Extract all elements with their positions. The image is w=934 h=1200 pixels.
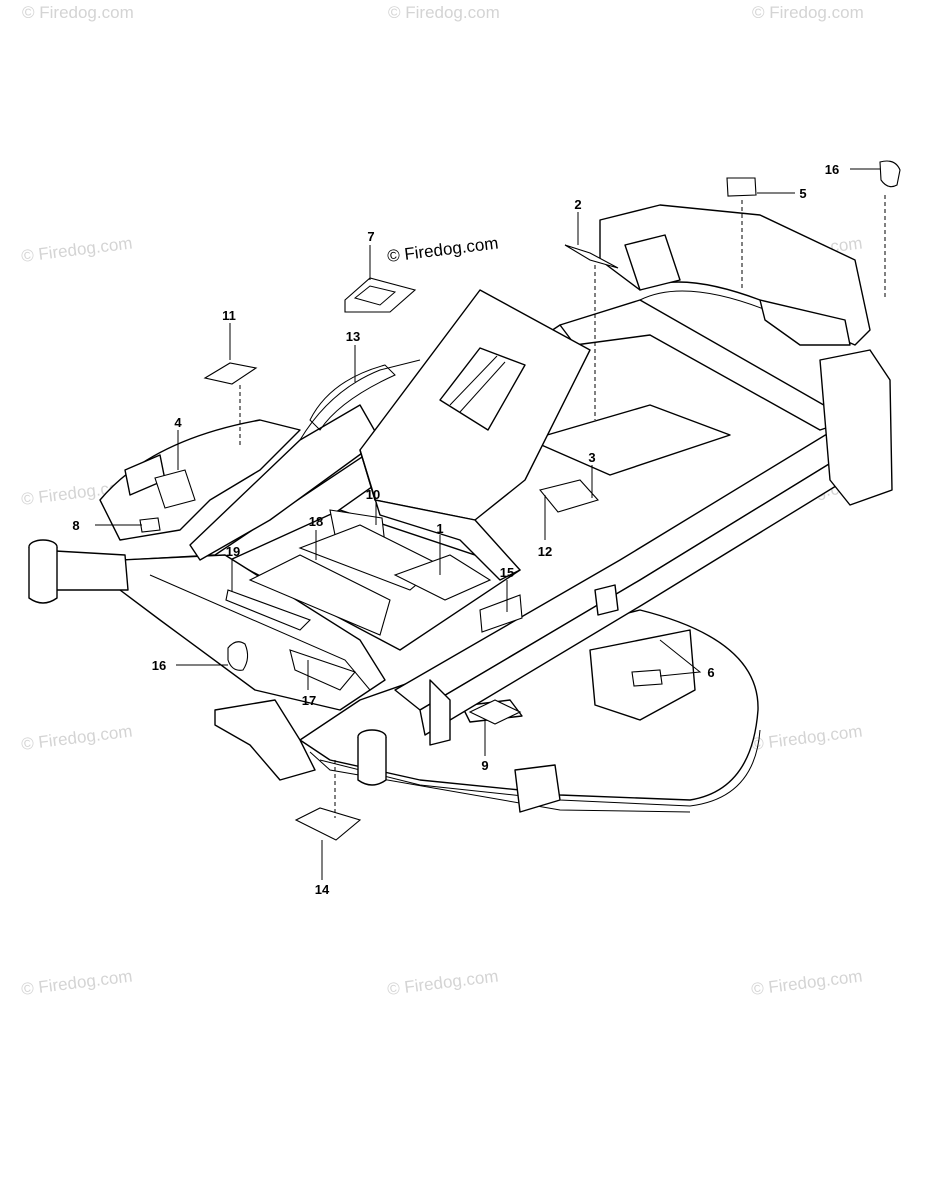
decal-9 bbox=[468, 699, 522, 725]
watermark: © Firedog.com bbox=[388, 3, 500, 22]
callout-12: 12 bbox=[538, 544, 552, 559]
callout-10: 10 bbox=[366, 487, 380, 502]
watermark: © Firedog.com bbox=[20, 233, 133, 265]
callout-9: 9 bbox=[481, 758, 488, 773]
decal-16-rear bbox=[879, 160, 901, 188]
decal-7 bbox=[344, 277, 417, 313]
mower-deck bbox=[214, 609, 761, 813]
callout-16-front: 16 bbox=[152, 658, 166, 673]
callout-labels: 1 2 3 4 5 6 7 8 9 10 11 12 13 14 15 16 1… bbox=[72, 162, 839, 897]
watermark: © Firedog.com bbox=[750, 721, 863, 753]
decal-18a bbox=[248, 554, 391, 636]
watermark: © Firedog.com bbox=[752, 3, 864, 22]
callout-13: 13 bbox=[346, 329, 360, 344]
watermark: © Firedog.com bbox=[20, 966, 133, 998]
decal-17 bbox=[289, 649, 356, 691]
watermark: © Firedog.com bbox=[22, 3, 134, 22]
watermark-main: © Firedog.com bbox=[386, 233, 499, 265]
callout-5: 5 bbox=[799, 186, 806, 201]
callout-11: 11 bbox=[222, 308, 236, 323]
leader-lines bbox=[95, 168, 886, 880]
watermark: © Firedog.com bbox=[386, 966, 499, 998]
callout-19: 19 bbox=[226, 544, 240, 559]
callout-2: 2 bbox=[574, 197, 581, 212]
callout-3: 3 bbox=[588, 450, 595, 465]
decal-8 bbox=[139, 517, 161, 533]
callout-8: 8 bbox=[72, 518, 79, 533]
watermark: © Firedog.com bbox=[20, 721, 133, 753]
decal-11 bbox=[203, 362, 258, 385]
callout-7: 7 bbox=[367, 229, 374, 244]
decals bbox=[139, 160, 901, 841]
decal-3 bbox=[539, 479, 599, 513]
callout-18: 18 bbox=[309, 514, 323, 529]
callout-16-rear: 16 bbox=[825, 162, 839, 177]
decal-16-front bbox=[227, 641, 249, 671]
decal-14 bbox=[294, 807, 362, 841]
decal-4 bbox=[154, 469, 196, 509]
callout-1: 1 bbox=[436, 521, 443, 536]
callout-15: 15 bbox=[500, 565, 514, 580]
decal-19 bbox=[225, 589, 311, 631]
tractor-frame bbox=[28, 204, 893, 786]
callout-17: 17 bbox=[302, 693, 316, 708]
decal-5 bbox=[726, 177, 757, 197]
decal-1 bbox=[393, 554, 492, 601]
watermark: © Firedog.com bbox=[750, 966, 863, 998]
callout-6: 6 bbox=[707, 665, 714, 680]
callout-14: 14 bbox=[315, 882, 330, 897]
callout-4: 4 bbox=[174, 415, 182, 430]
decal-2 bbox=[564, 244, 619, 269]
